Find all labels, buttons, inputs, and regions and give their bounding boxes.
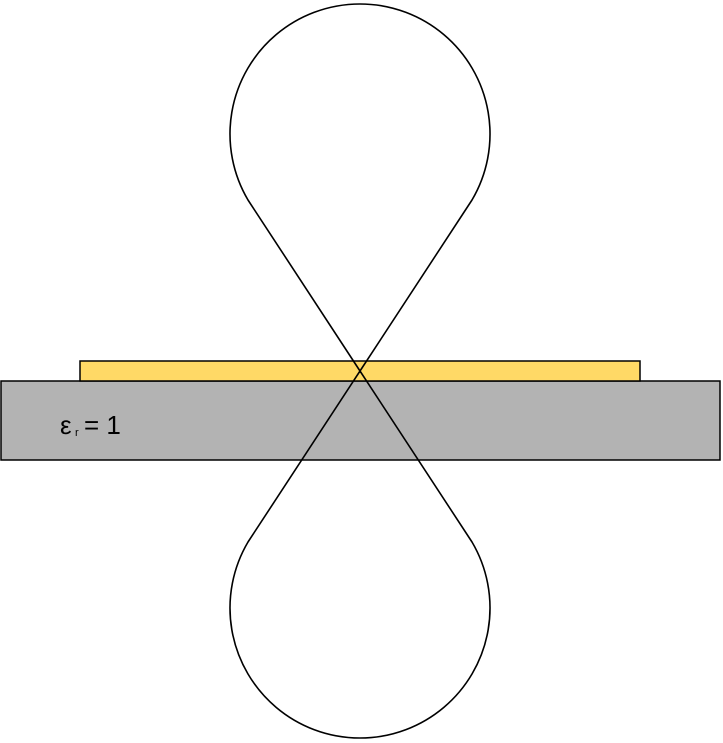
radiation-lobe-upper [229, 3, 491, 372]
radiation-lobe-lower [229, 370, 491, 739]
permittivity-label: ε r = 1 [60, 410, 121, 440]
dielectric-substrate [0, 380, 721, 461]
permittivity-symbol: ε [60, 410, 72, 440]
permittivity-subscript: r [75, 427, 79, 439]
permittivity-value: = 1 [84, 410, 121, 440]
